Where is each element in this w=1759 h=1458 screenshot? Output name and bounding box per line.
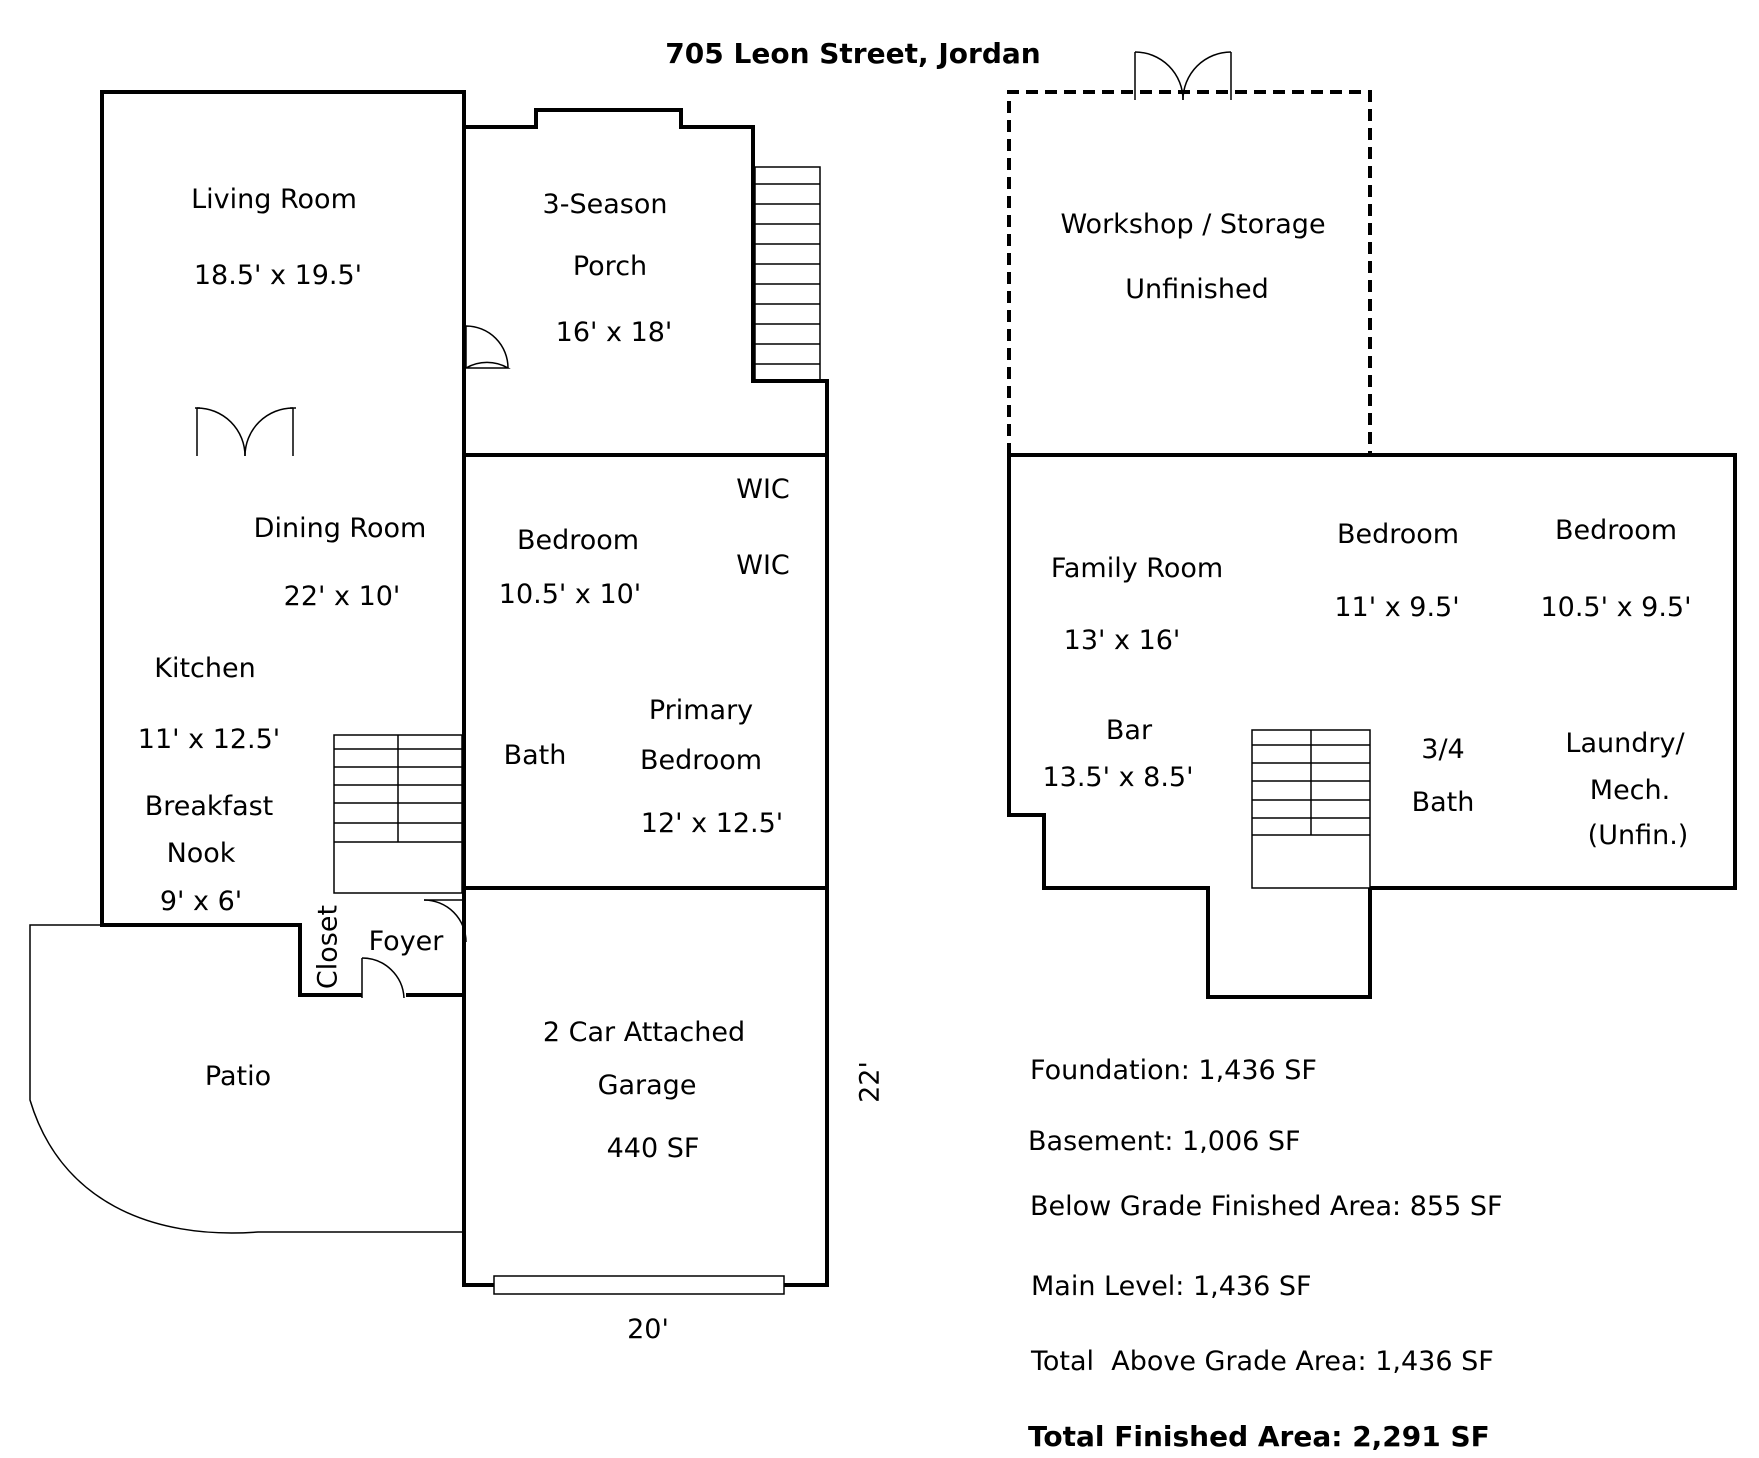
porch-name-1: 3-Season [542,189,668,220]
lower-bedroom-b-name: Bedroom [1554,515,1678,546]
workshop-double-door [1134,51,1232,101]
breakfast-nook-name-1: Breakfast [144,791,274,822]
bedroom-name: Bedroom [516,525,640,556]
wic-label-2: WIC [736,550,790,581]
patio-outline [29,924,464,1234]
foundation-area: Foundation: 1,436 SF [1030,1055,1317,1086]
workshop-name: Workshop / Storage [1060,209,1326,240]
lower-bedroom-a-dims: 11' x 9.5' [1334,592,1460,623]
breakfast-nook-dims: 9' x 6' [159,886,243,917]
breakfast-nook-name-2: Nook [166,838,236,869]
above-grade-area: Total Above Grade Area: 1,436 SF [1031,1346,1494,1377]
kitchen-dims: 11' x 12.5' [137,724,281,755]
total-finished-area: Total Finished Area: 2,291 SF [1028,1420,1490,1453]
garage-width-dimension: 20' [627,1314,669,1345]
dining-room-dims: 22' x 10' [283,581,401,612]
dining-room-name: Dining Room [253,513,427,544]
wic-label-1: WIC [736,474,790,505]
bar-dims: 13.5' x 8.5' [1042,762,1194,793]
family-room-dims: 13' x 16' [1063,625,1181,656]
main-level-area: Main Level: 1,436 SF [1031,1271,1312,1302]
garage-name-1: 2 Car Attached [542,1017,746,1048]
below-grade-area: Below Grade Finished Area: 855 SF [1030,1191,1503,1222]
basement-area: Basement: 1,006 SF [1028,1126,1301,1157]
closet-label: Closet [312,904,344,990]
laundry-1: Laundry/ [1565,728,1685,759]
bath-label: Bath [503,740,567,771]
garage-area: 440 SF [606,1133,700,1164]
lower-bedroom-b-dims: 10.5' x 9.5' [1540,592,1692,623]
workshop-walls [1007,90,1372,455]
primary-bedroom-name-2: Bedroom [639,745,763,776]
laundry-2: Mech. [1589,775,1671,806]
primary-bedroom-name-1: Primary [648,695,754,726]
lower-level-walls [1007,453,1737,999]
main-stairs [333,734,463,894]
living-room-dims: 18.5' x 19.5' [193,260,363,291]
lower-stairs [1251,729,1371,889]
foyer-door [423,899,467,943]
family-room-name: Family Room [1050,553,1224,584]
garage-name-2: Garage [597,1070,697,1101]
three-quarter-bath-2: Bath [1411,787,1475,818]
porch-door [463,325,511,369]
garage-door [493,1275,785,1295]
porch-dims: 16' x 18' [555,317,673,348]
workshop-note: Unfinished [1125,274,1269,305]
three-quarter-bath-1: 3/4 [1421,734,1465,765]
porch-name-2: Porch [572,251,648,282]
bedroom-block-walls [464,453,829,890]
lower-level-plan [1007,51,1737,999]
garage-depth-dimension: 22' [854,1061,886,1103]
lower-bedroom-a-name: Bedroom [1336,519,1460,550]
bar-name: Bar [1105,715,1153,746]
bedroom-dims: 10.5' x 10' [498,579,642,610]
dining-double-door [195,407,296,457]
laundry-3: (Unfin.) [1587,820,1689,851]
main-level-plan [29,90,829,1295]
living-room-name: Living Room [191,184,357,215]
page-title: 705 Leon Street, Jordan [665,37,1041,70]
entry-door [361,957,406,1000]
patio-label: Patio [204,1061,272,1092]
porch-stairs [754,166,821,382]
kitchen-name: Kitchen [154,653,256,684]
primary-bedroom-dims: 12' x 12.5' [640,808,784,839]
foyer-label: Foyer [368,926,444,957]
